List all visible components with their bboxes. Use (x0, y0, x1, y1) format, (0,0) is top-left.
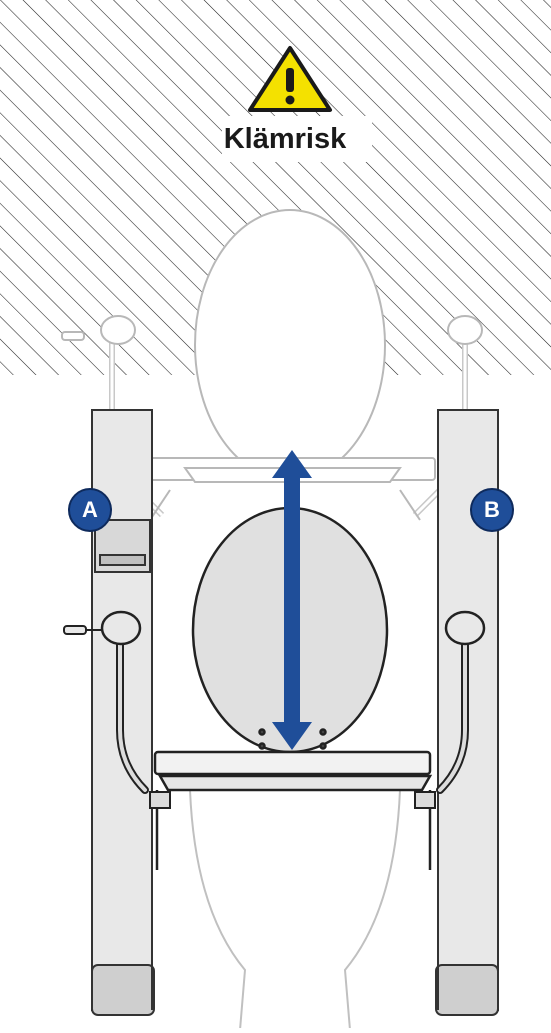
vertical-double-arrow-icon (272, 450, 312, 750)
toilet-bowl (188, 789, 402, 1031)
right-armrest (414, 610, 486, 809)
warning-label: Klämrisk (223, 123, 347, 155)
marker-a: A (68, 488, 112, 532)
left-armrest (63, 610, 171, 809)
warning-triangle-icon (248, 46, 332, 112)
marker-b: B (470, 488, 514, 532)
